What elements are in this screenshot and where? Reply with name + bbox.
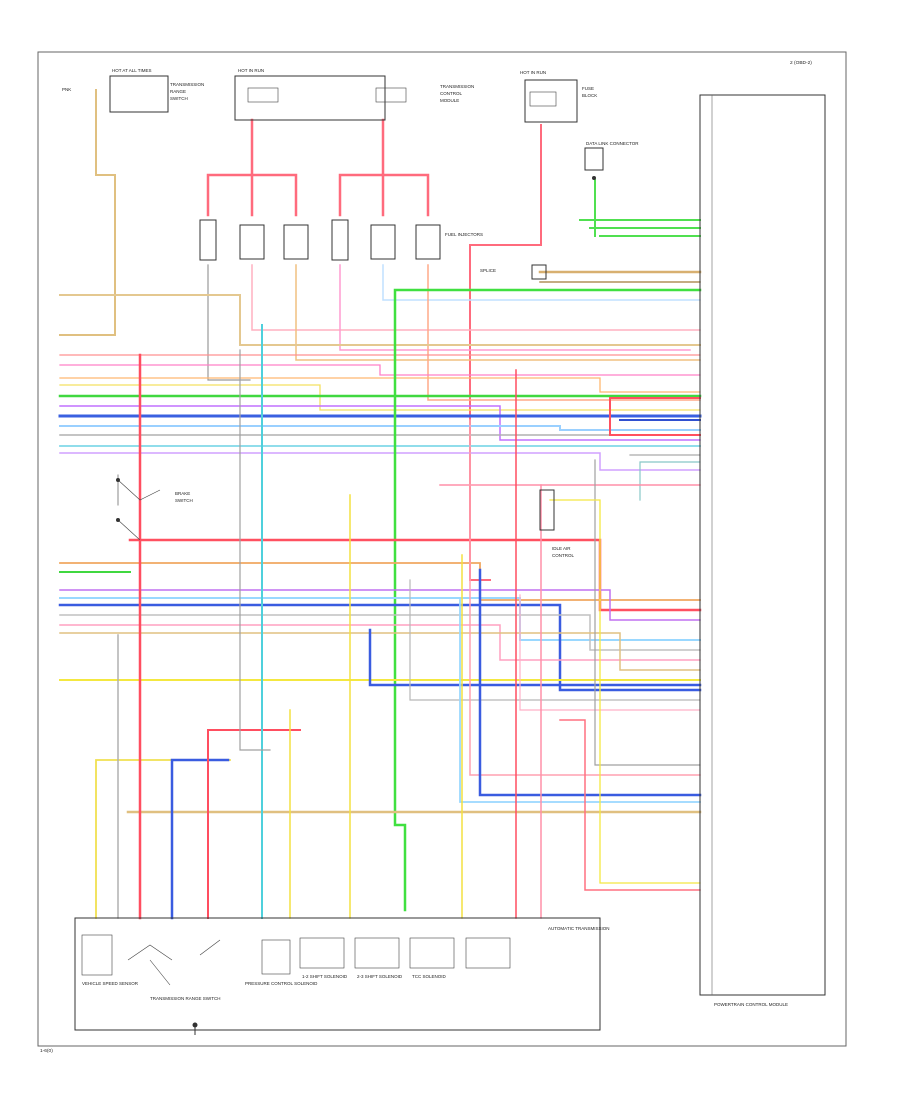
wire-gray-t6b <box>239 349 271 751</box>
wire-lblue-low <box>459 599 701 803</box>
wire-inj6 <box>427 264 701 401</box>
svg-text:TRANSMISSION: TRANSMISSION <box>170 82 204 87</box>
svg-text:TRANSMISSION RANGE SWITCH: TRANSMISSION RANGE SWITCH <box>150 996 221 1001</box>
svg-text:CONTROL: CONTROL <box>552 553 574 558</box>
wire-yellow-t1 <box>95 759 231 919</box>
wire-blue-mid <box>58 603 702 692</box>
svg-text:BRAKE: BRAKE <box>175 491 190 496</box>
powertrain-control-module: POWERTRAIN CONTROL MODULE <box>699 94 826 1007</box>
svg-text:AUTOMATIC TRANSMISSION: AUTOMATIC TRANSMISSION <box>548 926 610 931</box>
wire-gray-mid2 <box>409 579 701 701</box>
svg-text:2-3 SHIFT SOLENOID: 2-3 SHIFT SOLENOID <box>357 974 403 979</box>
wire-inj1 <box>207 264 251 381</box>
fuel-injectors: FUEL INJECTORS <box>199 219 483 261</box>
svg-text:IDLE AIR: IDLE AIR <box>552 546 571 551</box>
wire-gray-pcm2 <box>639 461 701 501</box>
svg-text:POWERTRAIN CONTROL MODULE: POWERTRAIN CONTROL MODULE <box>714 1002 788 1007</box>
wire-yellow-h <box>59 384 701 411</box>
left-top-label: PNK <box>62 87 71 92</box>
wire-blue-t4 <box>170 758 230 920</box>
wire-yellow-low <box>549 499 701 884</box>
wire-red-fuse1b <box>250 173 298 217</box>
wire-pink-low <box>469 419 701 776</box>
wire-pink-mid2 <box>519 594 701 711</box>
fuse-block-middle: HOT IN RUN TRANSMISSION CONTROL MODULE <box>234 68 474 121</box>
wire-red-fuse3 <box>469 124 542 581</box>
wire-inj5 <box>382 264 701 301</box>
wire-inj3 <box>295 264 701 361</box>
svg-text:VEHICLE SPEED SENSOR: VEHICLE SPEED SENSOR <box>82 981 139 986</box>
svg-text:DATA LINK CONNECTOR: DATA LINK CONNECTOR <box>586 141 639 146</box>
svg-text:FUEL INJECTORS: FUEL INJECTORS <box>445 232 483 237</box>
svg-text:FUSE: FUSE <box>582 86 594 91</box>
wire-violet-h <box>59 405 701 441</box>
wire-group <box>58 89 702 920</box>
svg-text:TRANSMISSION: TRANSMISSION <box>440 84 474 89</box>
svg-text:RANGE: RANGE <box>170 89 186 94</box>
ignition-switch: BRAKE SWITCH <box>116 478 193 541</box>
wire-violet-mid <box>59 589 701 621</box>
svg-text:TCC SOLENOID: TCC SOLENOID <box>412 974 447 979</box>
wire-inj4 <box>339 264 691 351</box>
svg-text:BLOCK: BLOCK <box>582 93 597 98</box>
svg-text:CONTROL: CONTROL <box>440 91 462 96</box>
wire-gray-low <box>594 459 701 766</box>
wire-red-fuse1 <box>206 118 254 217</box>
wire-orange-mid <box>59 562 701 601</box>
fuse-block-left: HOT AT ALL TIMES TRANSMISSION RANGE SWIT… <box>109 68 204 113</box>
svg-text:SWITCH: SWITCH <box>170 96 188 101</box>
wire-red-t5 <box>207 729 301 919</box>
wire-lblue-h <box>59 425 701 431</box>
wire-pink-mid <box>59 624 701 661</box>
svg-text:PRESSURE CONTROL SOLENOID: PRESSURE CONTROL SOLENOID <box>245 981 318 986</box>
wire-tan-mid <box>59 632 701 671</box>
svg-text:SWITCH: SWITCH <box>175 498 193 503</box>
splice-connector: SPLICE IDLE AIR CONTROL <box>480 264 574 558</box>
wire-inj2 <box>251 264 701 331</box>
wire-pink-h <box>59 364 701 376</box>
wire-tan-long <box>59 294 701 346</box>
svg-text:SPLICE: SPLICE <box>480 268 496 273</box>
wire-tan-top <box>59 89 116 336</box>
wire-green-pcm3 <box>594 179 701 237</box>
diagram-border <box>37 51 847 1047</box>
svg-text:1-2 SHIFT SOLENOID: 1-2 SHIFT SOLENOID <box>302 974 348 979</box>
wire-red-fuse2b <box>381 173 430 217</box>
svg-text:HOT IN RUN: HOT IN RUN <box>238 68 264 73</box>
fuse-block-right: HOT IN RUN FUSE BLOCK <box>520 70 597 123</box>
wire-blue-low <box>478 568 702 797</box>
wire-blue-mid2 <box>368 628 702 687</box>
footer-code: 1-6(0) <box>40 1048 53 1054</box>
svg-text:MODULE: MODULE <box>440 98 459 103</box>
wire-red-fuse2 <box>338 118 385 217</box>
wire-orange-h <box>59 377 701 393</box>
page-code: 2 (OBD-2) <box>790 60 812 66</box>
wire-red-low <box>559 719 701 891</box>
data-link-connector: DATA LINK CONNECTOR <box>584 141 639 180</box>
svg-text:HOT IN RUN: HOT IN RUN <box>520 70 546 75</box>
wire-violet-h2 <box>59 452 701 471</box>
wire-green-long <box>393 288 702 912</box>
wire-red-pcm <box>609 397 701 436</box>
automatic-transmission: AUTOMATIC TRANSMISSION VEHICLE SPEED SEN… <box>74 917 610 1035</box>
svg-text:HOT AT ALL TIMES: HOT AT ALL TIMES <box>112 68 152 73</box>
